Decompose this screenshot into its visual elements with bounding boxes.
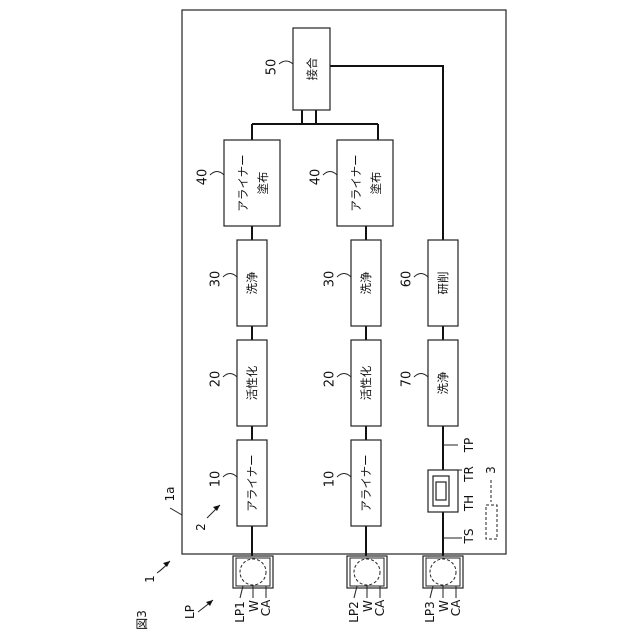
aligner-coating-2-line1: アライナー <box>349 154 363 211</box>
cleaning-1-label: 洗浄 <box>245 271 259 294</box>
frame-1a-label: 1a <box>163 487 177 502</box>
system-1-label: 1 <box>143 575 157 583</box>
cleaning-2-label: 洗浄 <box>359 271 373 294</box>
bonding-block: 接合 50 <box>265 28 331 110</box>
aligner-coating-1-line1: アライナー <box>236 154 250 211</box>
figure-label: 図3 <box>135 610 149 630</box>
cleaning-1-ref: 30 <box>209 271 224 288</box>
cleaning-2-ref: 30 <box>323 271 338 288</box>
load-port-lp1 <box>233 556 273 598</box>
lp2-label: LP2 <box>347 601 361 623</box>
lp2-ca-label: CA <box>373 599 387 616</box>
dashed-unit-3 <box>486 505 497 539</box>
unit-3-label: 3 <box>484 466 498 474</box>
aligner-coating-block-2: アライナー 塗布 40 <box>309 140 394 226</box>
tp-label: TP <box>462 438 476 454</box>
activation-2-ref: 20 <box>323 371 338 388</box>
bonding-label: 接合 <box>305 57 319 80</box>
bonding-ref: 50 <box>265 59 280 76</box>
activation-block-2: 活性化 20 <box>323 340 382 426</box>
activation-2-label: 活性化 <box>359 365 373 400</box>
grinding-block: 研削 60 <box>400 240 459 326</box>
load-port-lp3 <box>423 556 463 598</box>
aligner-coating-2-line2: 塗布 <box>369 172 383 195</box>
cleaning-block-1: 洗浄 30 <box>209 240 268 326</box>
lp3-ca-label: CA <box>449 599 463 616</box>
tr-label: TR <box>462 466 476 483</box>
aligner-block-1: アライナー 10 <box>209 440 268 526</box>
activation-block-1: 活性化 20 <box>209 340 268 426</box>
lp3-label: LP3 <box>423 601 437 623</box>
activation-1-ref: 20 <box>209 371 224 388</box>
grinding-ref: 60 <box>400 271 415 288</box>
aligner-coating-block-1: アライナー 塗布 40 <box>196 140 281 226</box>
load-port-lp2 <box>347 556 387 598</box>
grinding-label: 研削 <box>436 272 450 295</box>
cleaning-3-ref: 70 <box>400 371 415 388</box>
aligner-1-ref: 10 <box>209 471 224 488</box>
aligner-1-label: アライナー <box>245 454 259 511</box>
lp1-ca-label: CA <box>259 599 273 616</box>
activation-1-label: 活性化 <box>245 365 259 400</box>
transfer-device-icon <box>428 470 458 512</box>
aligner-coating-1-line2: 塗布 <box>256 172 270 195</box>
aligner-coating-1-ref: 40 <box>196 169 211 186</box>
th-label: TH <box>462 495 476 512</box>
cleaning-3-label: 洗浄 <box>436 371 450 394</box>
aligner-block-2: アライナー 10 <box>323 440 382 526</box>
lp1-label: LP1 <box>233 601 247 623</box>
aligner-2-label: アライナー <box>359 454 373 511</box>
transfer-2-label: 2 <box>194 523 208 531</box>
cleaning-block-2: 洗浄 30 <box>323 240 382 326</box>
cleaning-block-3: 洗浄 70 <box>400 340 459 426</box>
ts-label: TS <box>462 529 476 545</box>
lp-group-label: LP <box>183 605 197 619</box>
aligner-coating-2-ref: 40 <box>309 169 324 186</box>
aligner-2-ref: 10 <box>323 471 338 488</box>
